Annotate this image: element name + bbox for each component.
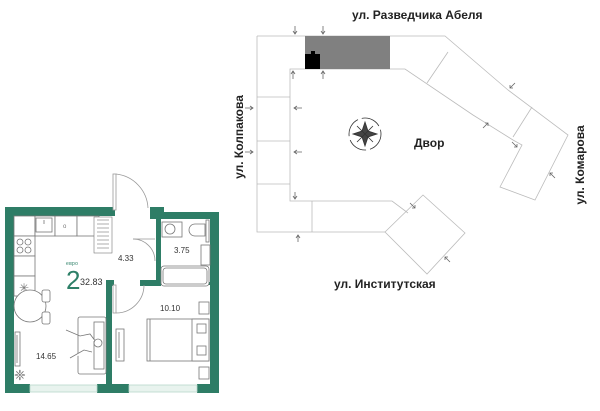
svg-text:❈: ❈ — [14, 367, 26, 383]
room-area-bedroom: 10.10 — [160, 304, 181, 313]
courtyard-label: Двор — [414, 136, 445, 150]
apartment-marker — [305, 54, 320, 69]
street-label-bottom: ул. Институтская — [334, 277, 436, 291]
room-count: 2 — [66, 265, 81, 295]
room-area-hallway: 4.33 — [118, 254, 134, 263]
apartment-floor-plan: o ✳ ❈ — [0, 170, 230, 411]
total-area: 32.83 — [80, 277, 103, 287]
room-area-living: 14.65 — [36, 352, 57, 361]
svg-text:✳: ✳ — [19, 281, 29, 295]
site-plan: Двор ул. Разведчика Абеля ул. Институтск… — [230, 0, 600, 300]
svg-text:o: o — [63, 224, 67, 230]
floor-plan-drawing: o ✳ ❈ — [5, 173, 219, 393]
site-plan-drawing — [245, 26, 569, 275]
compass-icon — [348, 117, 382, 151]
street-label-top: ул. Разведчика Абеля — [352, 8, 483, 22]
euro-label: евро — [66, 261, 79, 267]
street-label-left: ул. Колпакова — [232, 95, 246, 179]
street-label-right: ул. Комарова — [573, 125, 587, 205]
room-area-bathroom: 3.75 — [174, 246, 190, 255]
